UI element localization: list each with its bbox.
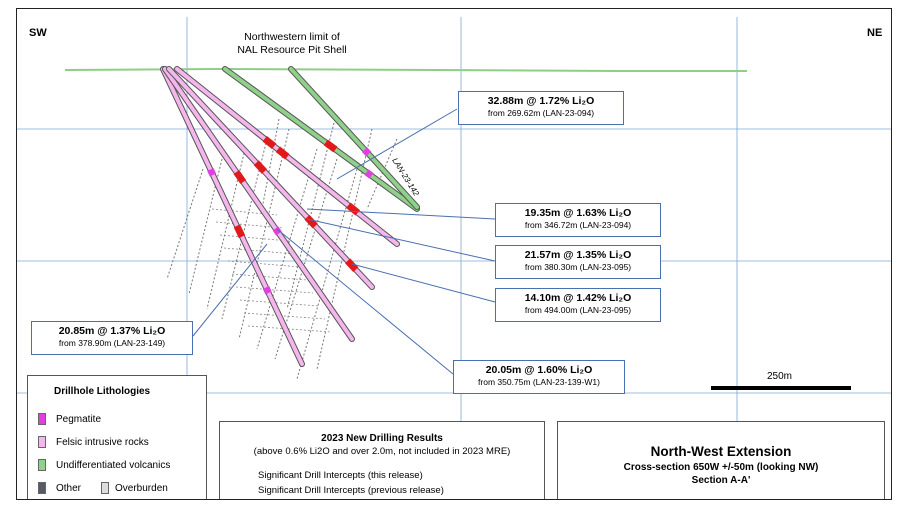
callout-c3: 21.57m @ 1.35% Li₂O from 380.30m (LAN-23… [495,245,661,279]
intercept-marker [346,202,360,216]
callout-c6-main: 20.05m @ 1.60% Li₂O [485,364,593,376]
callout-c4-sub: from 494.00m (LAN-23-095) [524,305,632,315]
scale-bar-label: 250m [767,371,793,382]
intercept-marker [253,160,268,174]
historic-drillhole [239,299,320,307]
intercept-marker [262,136,277,149]
volcanics-swatch [38,459,46,471]
legend-overburden-label: Overburden [115,482,168,494]
callout-c2: 19.35m @ 1.63% Li₂O from 346.72m (LAN-23… [495,203,661,237]
pegmatite-marker [272,226,282,236]
pegmatite-marker [262,286,272,295]
callout-c4-main: 14.10m @ 1.42% Li₂O [524,292,632,304]
legend-volcanics-label: Undifferentiated volcanics [56,459,171,471]
historic-drillhole [219,234,290,242]
historic-drillhole [235,286,314,294]
callout-leader [336,108,458,180]
title-block-title: North-West Extension [650,444,792,459]
results-legend-title: 2023 New Drilling Results [321,433,443,444]
callout-c1-main: 32.88m @ 1.72% Li₂O [487,95,595,107]
cross-section-frame: LAN-23-142 SW NE Northwestern limit of N… [16,8,892,500]
legend-pegmatite-label: Pegmatite [56,413,102,425]
historic-drillhole [188,158,223,295]
callout-c5: 20.85m @ 1.37% Li₂O from 378.90m (LAN-23… [31,321,193,355]
callout-leader [306,218,496,262]
callout-c3-main: 21.57m @ 1.35% Li₂O [524,249,632,261]
callout-c3-sub: from 380.30m (LAN-23-095) [524,262,632,272]
historic-drillhole [286,118,336,310]
drillhole-trace [163,67,354,341]
pegmatite-swatch [38,413,46,425]
other-swatch [38,482,46,494]
drillhole-trace [161,67,304,366]
pegmatite-marker [361,147,372,157]
ne-label: NE [867,27,883,39]
historic-drillhole [243,312,326,320]
intercept-marker [345,258,359,272]
callout-c6-sub: from 350.75m (LAN-23-139-W1) [478,377,600,387]
callout-c5-main: 20.85m @ 1.37% Li₂O [58,325,166,337]
intercept-marker [275,146,290,160]
callout-leaders [192,108,496,375]
legend-other: Other Overburden [38,482,168,494]
callout-leader [276,228,454,375]
results-legend-item1: Significant Drill Intercepts (this relea… [258,470,423,481]
callout-c5-sub: from 378.90m (LAN-23-149) [58,338,166,348]
historic-drillhole [247,325,332,333]
felsic-swatch [38,436,46,448]
historic-drillholes [166,118,398,380]
lithology-legend: Drillhole Lithologies Pegmatite Felsic i… [27,375,207,499]
historic-drillhole [227,260,302,268]
historic-drillhole [221,138,268,320]
results-legend-item2: Significant Drill Intercepts (previous r… [258,485,444,496]
lithology-legend-title: Drillhole Lithologies [54,386,151,397]
pit-shell-note-line2: NAL Resource Pit Shell [237,44,347,56]
legend-volcanics: Undifferentiated volcanics [38,459,170,471]
results-legend-subtitle: (above 0.6% Li2O and over 2.0m, not incl… [253,446,511,457]
pit-shell-note: Northwestern limit of NAL Resource Pit S… [217,31,367,57]
callout-leader [351,263,496,303]
title-block-line3: Section A-A' [691,475,751,486]
callout-c6: 20.05m @ 1.60% Li₂O from 350.75m (LAN-23… [453,360,625,394]
callout-c2-sub: from 346.72m (LAN-23-094) [524,220,632,230]
historic-drillhole [206,148,246,310]
drillholes [160,66,420,367]
historic-drillhole [274,158,338,360]
drillhole-trace [167,67,374,289]
legend-other-label: Other [56,482,82,494]
title-block-line2: Cross-section 650W +/-50m (looking NW) [623,462,819,473]
legend-felsic-label: Felsic intrusive rocks [56,436,149,448]
legend-pegmatite: Pegmatite [38,413,101,425]
title-block: North-West Extension Cross-section 650W … [557,421,885,499]
intercept-marker [233,170,247,184]
historic-drillhole [166,168,204,280]
drillhole-trace [289,67,419,209]
pegmatite-marker [207,168,217,177]
intercept-marker [323,139,338,153]
historic-drillhole [211,208,278,216]
callout-c1-sub: from 269.62m (LAN-23-094) [487,108,595,118]
historic-drillhole [366,138,398,210]
historic-drillhole [231,273,308,281]
pegmatite-marker [364,169,374,179]
pit-shell-note-line1: Northwestern limit of [244,31,340,43]
intercept-marker [304,214,318,229]
legend-felsic: Felsic intrusive rocks [38,436,149,448]
results-legend: 2023 New Drilling Results (above 0.6% Li… [219,421,545,499]
callout-leader [192,243,268,337]
intercept-marker [233,224,246,239]
drillhole-trace [223,67,419,211]
overburden-swatch [101,482,110,494]
callout-c2-main: 19.35m @ 1.63% Li₂O [524,207,632,219]
callout-c1: 32.88m @ 1.72% Li₂O from 269.62m (LAN-23… [458,91,624,125]
sw-label: SW [29,27,47,39]
callout-leader [306,208,496,220]
callout-c4: 14.10m @ 1.42% Li₂O from 494.00m (LAN-23… [495,288,661,322]
historic-drillhole [261,118,280,210]
